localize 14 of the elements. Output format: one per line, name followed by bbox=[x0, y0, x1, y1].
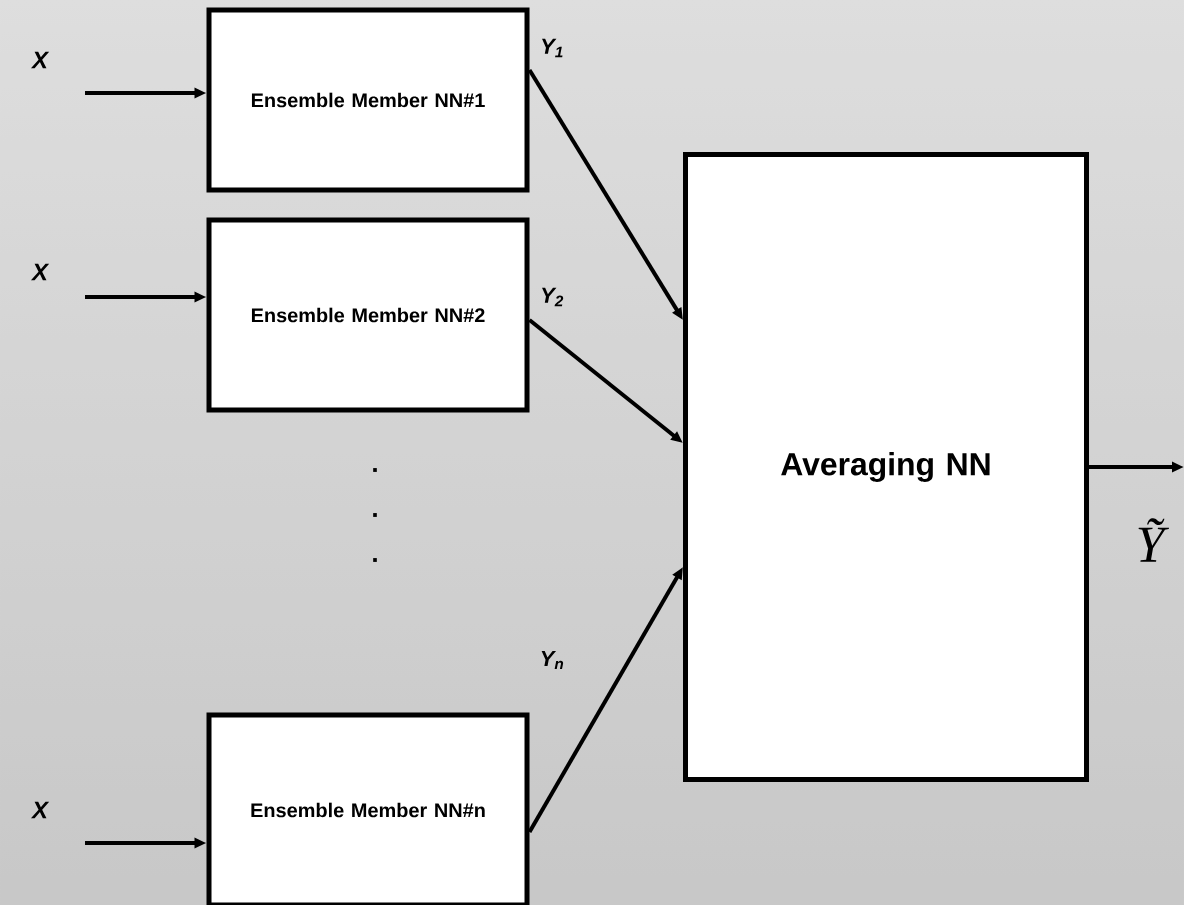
process-box: Ensemble Member NN#2 bbox=[206, 217, 530, 413]
edge-label: Y$_{2}$ bbox=[542, 287, 564, 307]
edge-label: X bbox=[30, 801, 50, 819]
edge-label: Y$_{1}$ bbox=[542, 38, 563, 58]
ellipsis-dot: . bbox=[373, 468, 377, 472]
process-box: Ensemble Member NN#1 bbox=[206, 7, 530, 193]
edge-label: X bbox=[30, 263, 50, 281]
edge-label: Ỹ bbox=[1138, 518, 1169, 562]
averaging-box: Averaging NN bbox=[683, 152, 1089, 782]
edge-label: X bbox=[30, 51, 50, 69]
ellipsis-dot: . bbox=[373, 513, 377, 517]
process-box: Ensemble Member NN#n bbox=[206, 712, 530, 905]
ellipsis-dot: . bbox=[373, 558, 377, 562]
edge-label: Y$_{n}$ bbox=[541, 650, 564, 670]
